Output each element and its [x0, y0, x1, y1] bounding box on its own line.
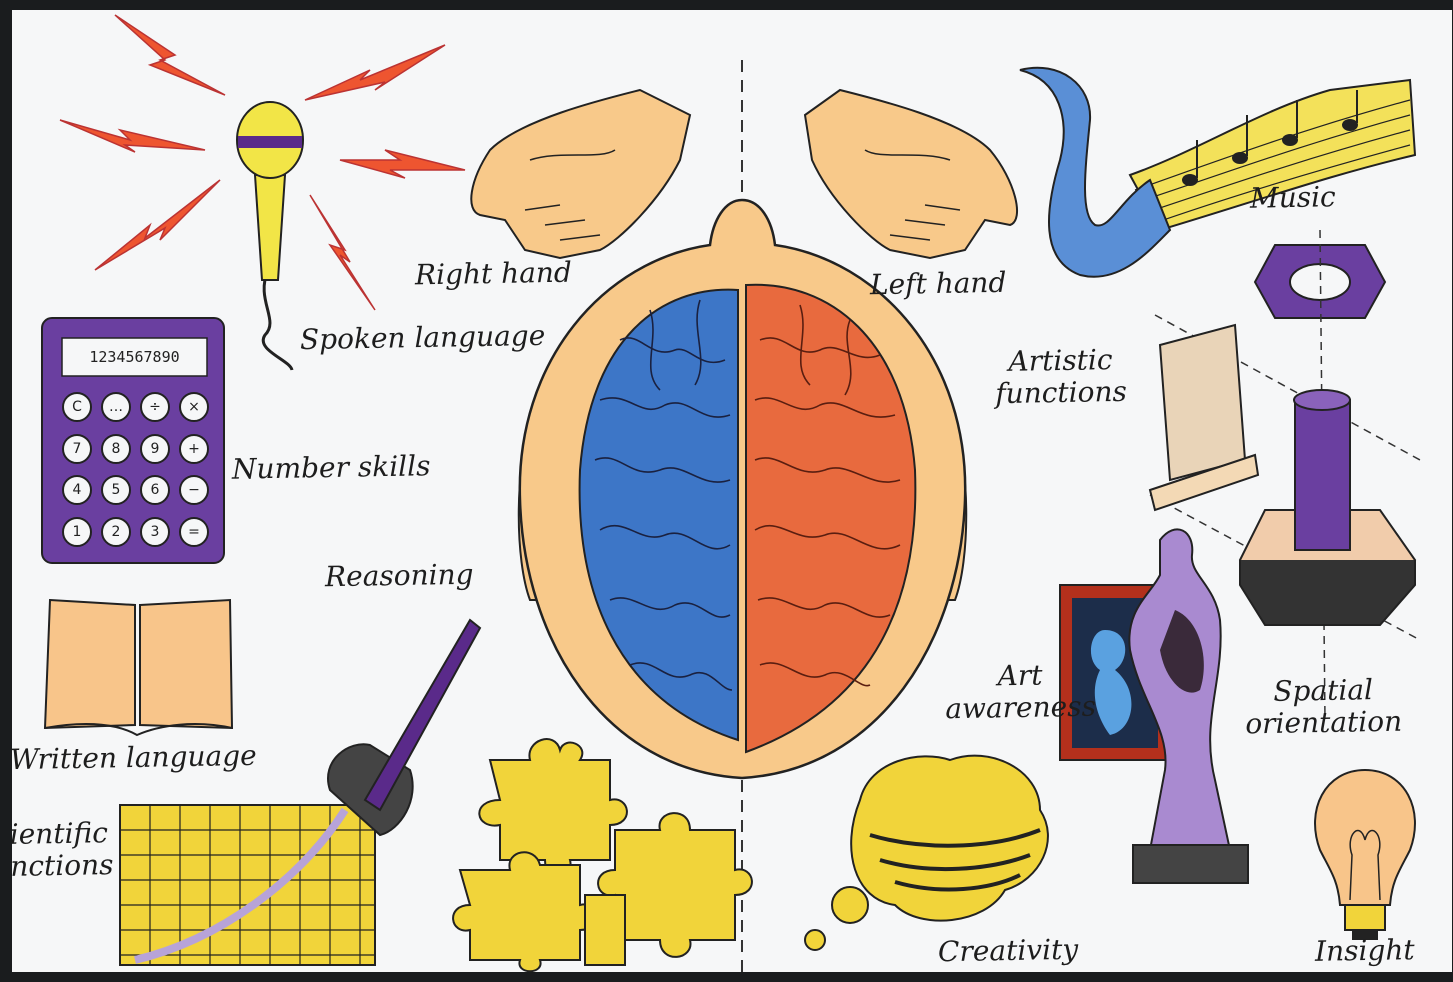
calculator-key: 1 — [62, 517, 92, 547]
calculator-key: … — [101, 392, 131, 422]
label-left-hand: Left hand — [870, 267, 1007, 301]
label-creativity: Creativity — [938, 934, 1079, 968]
hex-nut-icon — [1255, 245, 1385, 318]
label-art-line2: awareness — [945, 691, 1096, 726]
label-scientific-line2: nctions — [10, 849, 114, 883]
calculator-key: 9 — [140, 434, 170, 464]
calculator-key: 5 — [101, 475, 131, 505]
label-right-hand: Right hand — [415, 257, 572, 292]
calculator-key: 3 — [140, 517, 170, 547]
calculator-key: 4 — [62, 475, 92, 505]
label-insight: Insight — [1315, 934, 1415, 968]
label-artistic-line1: Artistic — [994, 344, 1126, 378]
paper-sheet-icon — [1160, 325, 1245, 480]
calculator-key: + — [179, 434, 209, 464]
calculator-key: 8 — [101, 434, 131, 464]
label-written-language: Written language — [10, 740, 257, 776]
label-scientific-line1: ientific — [9, 817, 113, 851]
calculator-key: C — [62, 392, 92, 422]
calculator-display: 1234567890 — [64, 344, 205, 370]
calculator-key: 7 — [62, 434, 92, 464]
label-reasoning: Reasoning — [325, 559, 474, 594]
calculator-key: ÷ — [140, 392, 170, 422]
label-scientific-functions: ientific nctions — [9, 817, 113, 883]
calculator-key: = — [179, 517, 209, 547]
label-spatial-line1: Spatial — [1244, 674, 1401, 709]
label-music: Music — [1250, 181, 1336, 214]
label-art-line1: Art — [944, 659, 1095, 694]
calculator-key: 2 — [101, 517, 131, 547]
label-artistic-line2: functions — [995, 376, 1127, 410]
label-number-skills: Number skills — [232, 450, 431, 485]
label-spatial-line2: orientation — [1245, 706, 1402, 741]
calculator-key: 6 — [140, 475, 170, 505]
calculator-key: × — [179, 392, 209, 422]
calculator-key: − — [179, 475, 209, 505]
label-art-awareness: Art awareness — [944, 659, 1096, 726]
label-spoken-language: Spoken language — [300, 320, 546, 356]
label-spatial-orientation: Spatial orientation — [1244, 674, 1402, 741]
label-artistic-functions: Artistic functions — [994, 344, 1127, 410]
